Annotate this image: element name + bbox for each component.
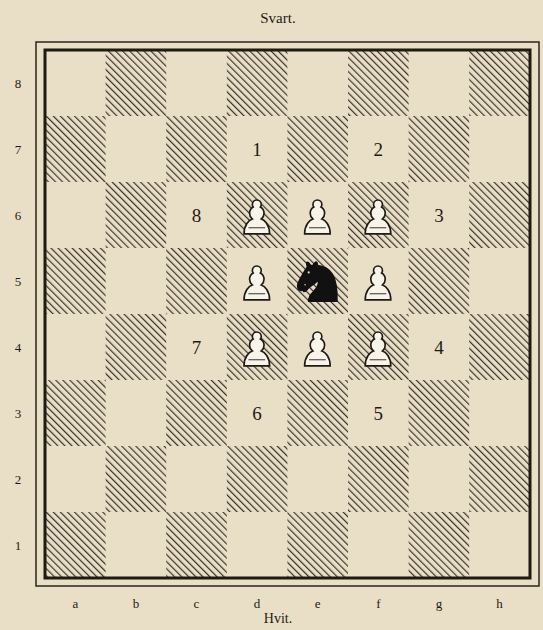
rank-number: 1 [15, 539, 22, 552]
board-frame [36, 42, 539, 586]
callout-number: 2 [374, 140, 384, 159]
rank-number: 4 [15, 341, 22, 354]
file-letter: e [315, 597, 321, 610]
side-label: Svart. [260, 11, 295, 26]
file-letter: c [194, 597, 200, 610]
board-border [45, 50, 530, 578]
callout-number: 3 [434, 206, 444, 225]
rank-number: 5 [15, 275, 22, 288]
file-letter: b [133, 597, 140, 610]
rank-number: 8 [15, 77, 22, 90]
rank-number: 6 [15, 209, 22, 222]
callout-number: 6 [252, 404, 262, 423]
side-label: Hvit. [264, 612, 292, 626]
rank-number: 3 [15, 407, 22, 420]
dark-squares [45, 50, 530, 578]
rank-number: 7 [15, 143, 22, 156]
callout-number: 1 [252, 140, 262, 159]
file-letter: g [436, 597, 443, 610]
file-letter: f [376, 597, 380, 610]
callout-number: 5 [374, 404, 384, 423]
callout-number: 4 [434, 338, 444, 357]
callout-number: 7 [192, 338, 202, 357]
callout-number: 8 [192, 206, 202, 225]
white-pawns [244, 200, 391, 366]
rank-number: 2 [15, 473, 22, 486]
file-letter: h [496, 597, 503, 610]
file-letter: a [72, 597, 78, 610]
file-letter: d [254, 597, 261, 610]
board-ground [45, 50, 530, 578]
black-knight [298, 262, 337, 301]
